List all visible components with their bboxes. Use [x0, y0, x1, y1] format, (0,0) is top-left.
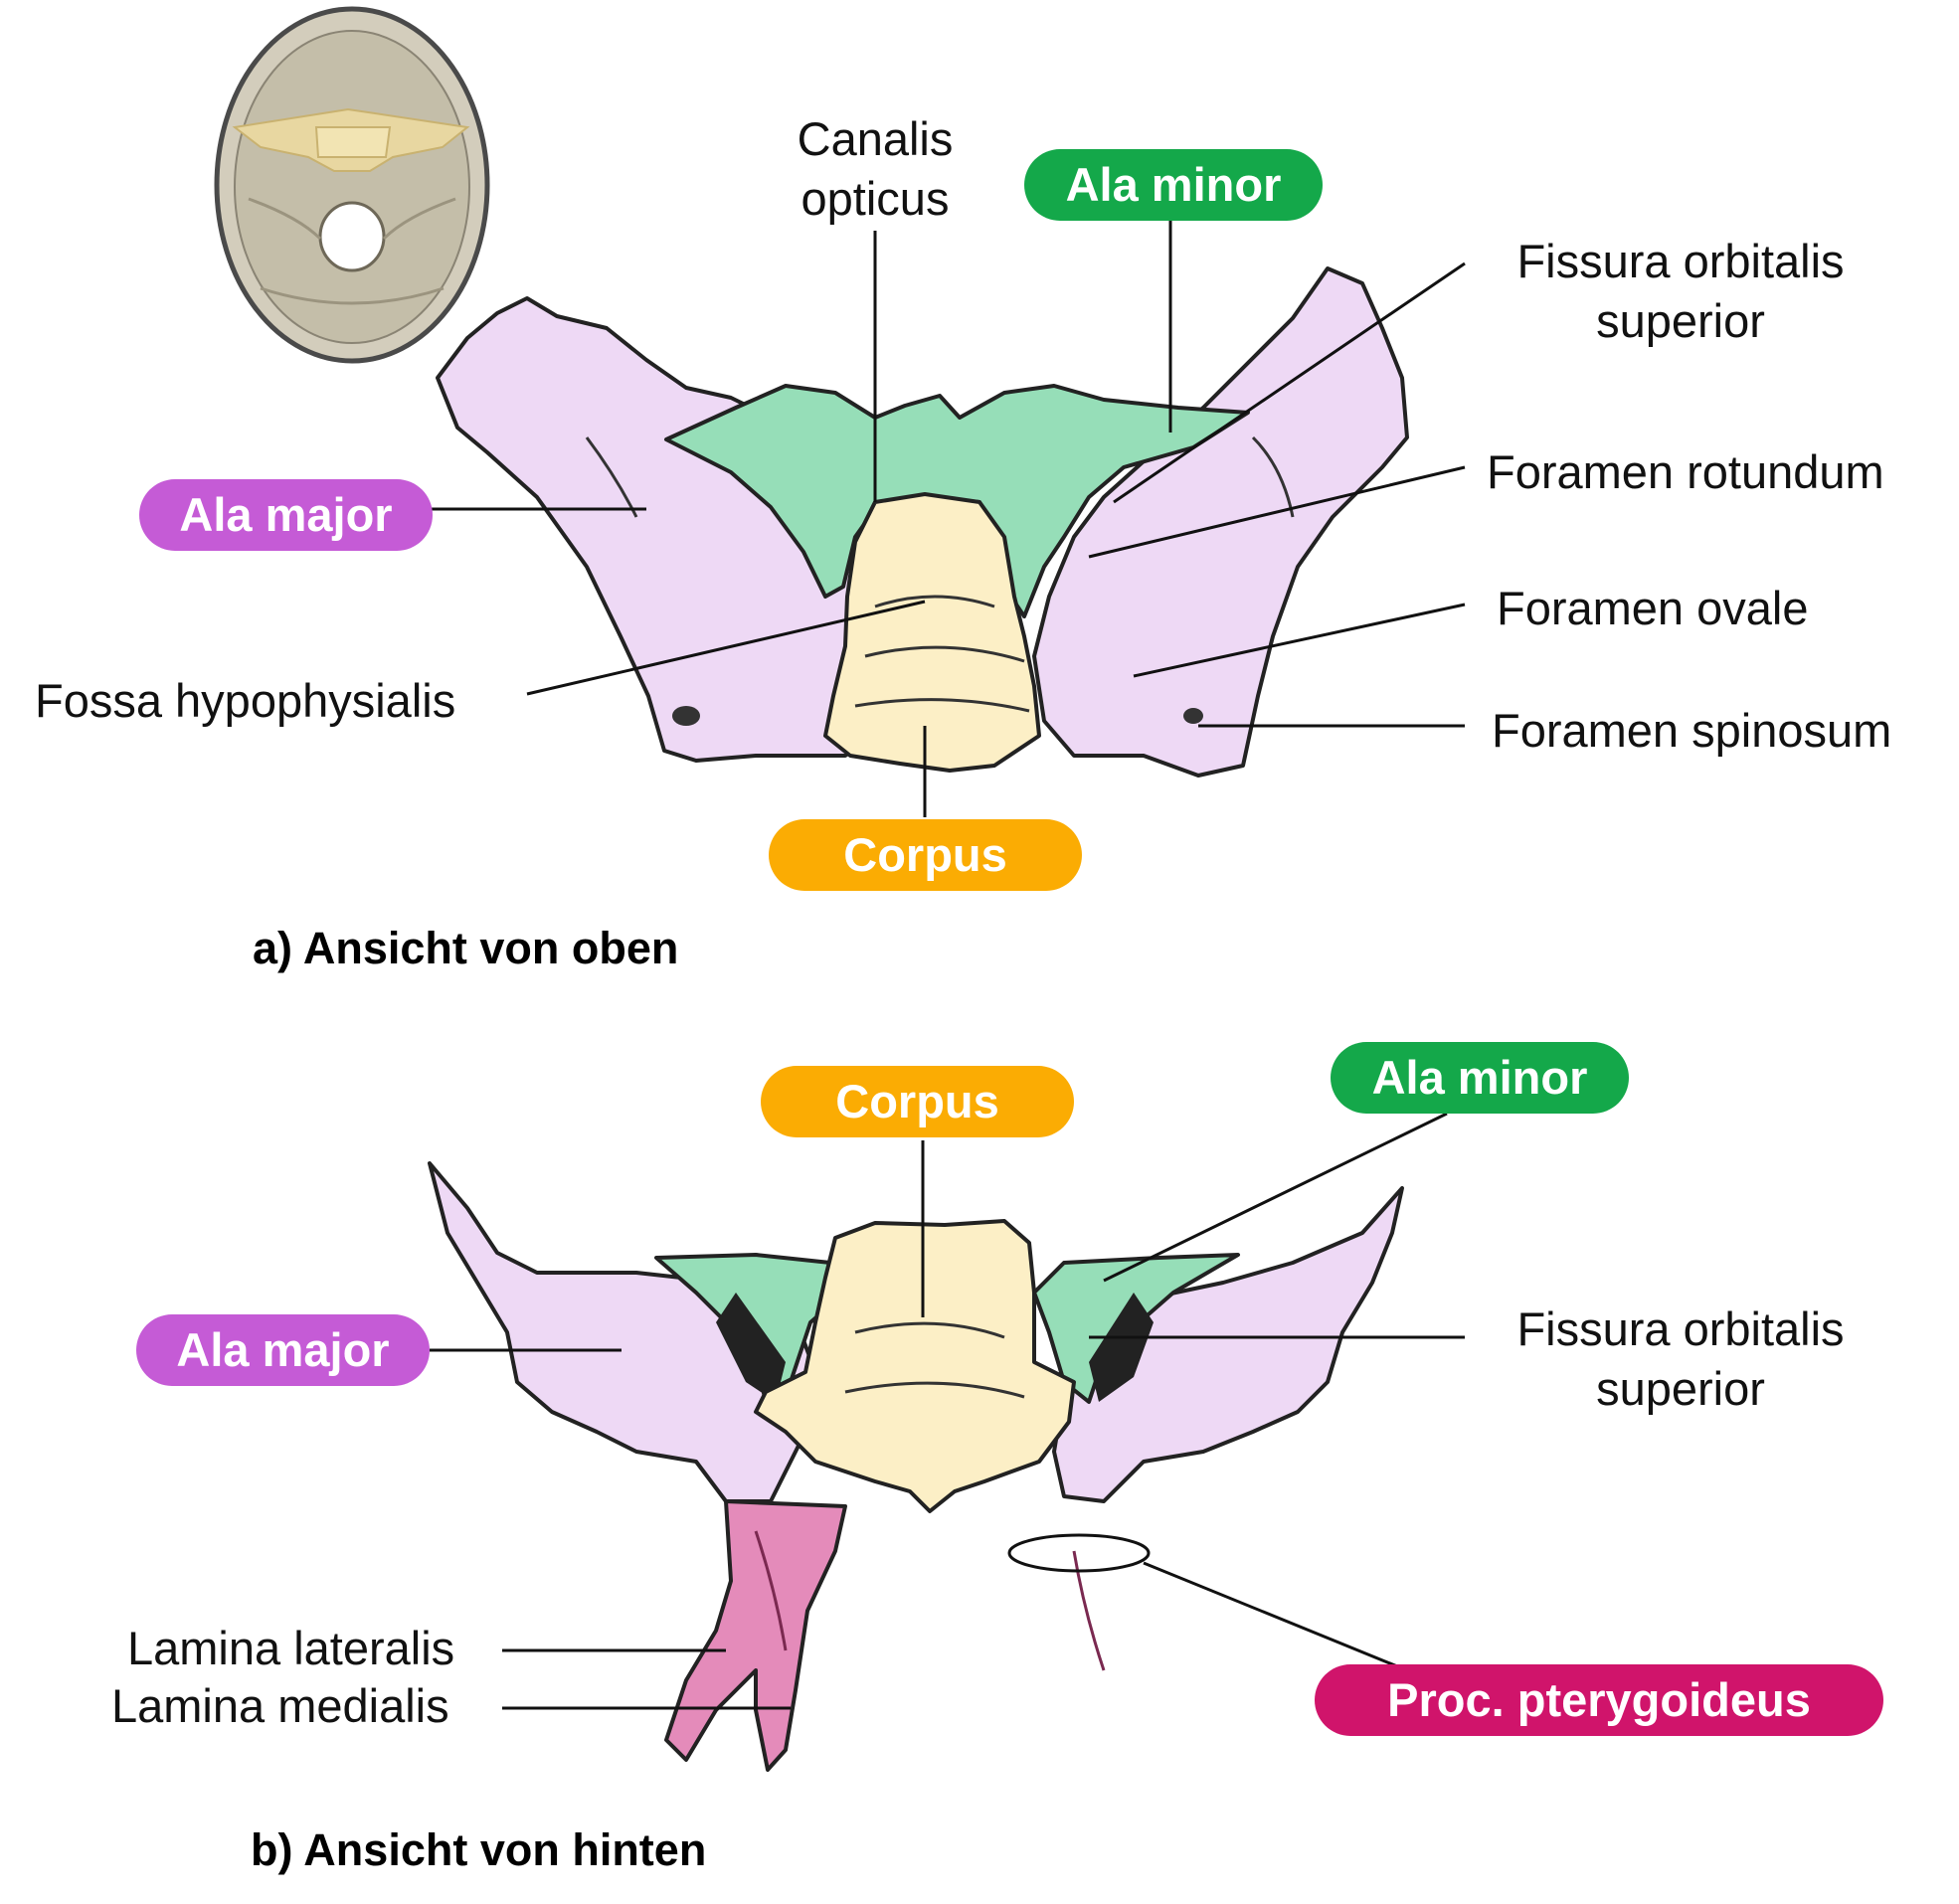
label-fissura-a-line1: Fissura orbitalis [1516, 235, 1845, 287]
view-b-leaders [430, 1112, 1465, 1710]
label-canalis-line2: opticus [801, 172, 950, 225]
pill-ala-minor-b: Ala minor [1331, 1042, 1629, 1114]
label-fissura-a-line2: superior [1596, 294, 1765, 347]
pill-ala-major-a: Ala major [139, 479, 433, 551]
ala-major-left-a [436, 296, 902, 763]
corpus-b [754, 1219, 1076, 1513]
ala-minor-a [664, 384, 1250, 618]
label-canalis-opticus: Canalis opticus [786, 109, 965, 229]
pill-ala-minor-a: Ala minor [1024, 149, 1323, 221]
label-lamina-lateralis: Lamina lateralis [127, 1622, 455, 1674]
label-fissura-orbitalis-a: Fissura orbitalis superior [1482, 232, 1879, 351]
label-lamina-medialis: Lamina medialis [111, 1679, 449, 1732]
caption-view-b: b) Ansicht von hinten [251, 1824, 707, 1875]
pill-ala-major-b: Ala major [136, 1314, 430, 1386]
label-fissura-b-line2: superior [1596, 1362, 1765, 1415]
label-fissura-orbitalis-b: Fissura orbitalis superior [1482, 1299, 1879, 1419]
pill-proc-pterygoideus: Proc. pterygoideus [1315, 1664, 1883, 1736]
view-a-leaders [430, 221, 1466, 817]
label-foramen-spinosum: Foramen spinosum [1492, 704, 1892, 757]
ala-major-b-right [1052, 1186, 1404, 1503]
label-foramen-ovale: Foramen ovale [1497, 582, 1809, 634]
ala-major-right-a [1032, 266, 1409, 778]
label-fossa-hypophysialis: Fossa hypophysialis [35, 674, 456, 727]
label-canalis-line1: Canalis [797, 112, 954, 165]
label-fissura-b-line1: Fissura orbitalis [1516, 1302, 1845, 1355]
view-a-bone [436, 266, 1409, 778]
label-foramen-rotundum: Foramen rotundum [1487, 445, 1884, 498]
skull-thumbnail [214, 6, 490, 364]
pterygoid-left [664, 1499, 847, 1772]
caption-view-a: a) Ansicht von oben [253, 923, 679, 973]
pill-corpus-a: Corpus [769, 819, 1082, 891]
pill-corpus-b: Corpus [761, 1066, 1074, 1137]
view-b-bone [430, 1163, 1404, 1772]
